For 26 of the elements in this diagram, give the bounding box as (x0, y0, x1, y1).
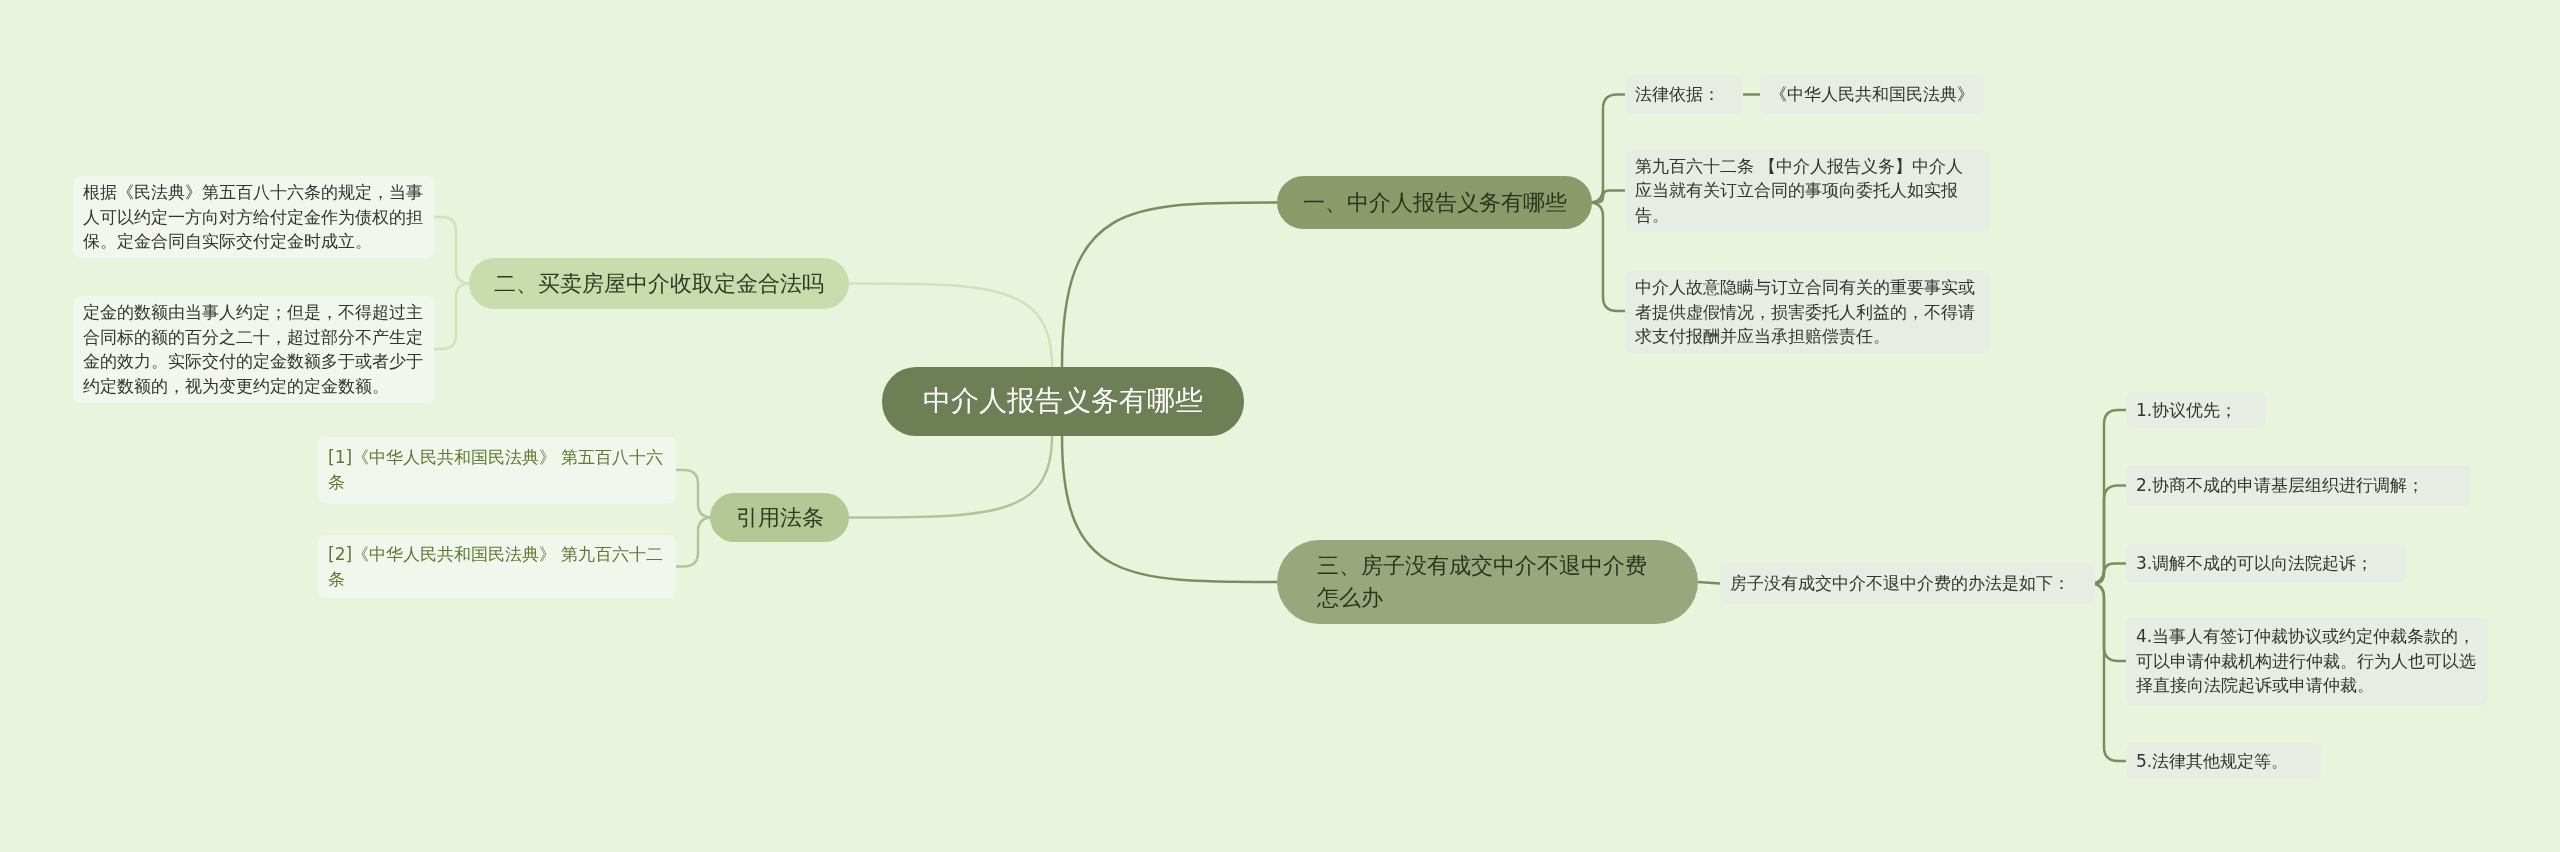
leaf-note: 4.当事人有签订仲裁协议或约定仲裁条款的，可以申请仲裁机构进行仲裁。行为人也可以选择直接向法院起诉或申请仲裁。 (2126, 617, 2488, 705)
leaf-note: 定金的数额由当事人约定；但是，不得超过主合同标的额的百分之二十，超过部分不产生定金的效力。实际交付的定金数额多于或者少于约定数额的，视为变更约定的定金数额。 (73, 296, 434, 403)
leaf-note: 第九百六十二条 【中介人报告义务】中介人应当就有关订立合同的事项向委托人如实报告。 (1625, 149, 1990, 232)
branch-topic: 引用法条 (710, 493, 849, 542)
connector-line (1060, 201, 1277, 368)
connector-line (849, 435, 1054, 519)
connector-line (1697, 580, 1721, 585)
leaf-note: 中介人故意隐瞒与订立合同有关的重要事实或者提供虚假情况，损害委托人利益的，不得请求支付报酬并应当承担赔偿责任。 (1625, 271, 1990, 353)
leaf-note: 根据《民法典》第五百八十六条的规定，当事人可以约定一方向对方给付定金作为债权的担保。定金合同自实际交付定金时成立。 (73, 176, 434, 258)
leaf-note: 2.协商不成的申请基层组织进行调解； (2126, 465, 2471, 506)
central-topic: 中介人报告义务有哪些 (882, 367, 1244, 436)
leaf-note: 法律依据： (1625, 75, 1743, 114)
reference-note: [1]《中华人民共和国民法典》 第五百八十六条 (318, 437, 676, 503)
branch-topic: 二、买卖房屋中介收取定金合法吗 (469, 258, 849, 309)
connector-line (1592, 189, 1625, 204)
connector-line (1060, 435, 1277, 584)
leaf-note: 1.协议优先； (2126, 392, 2266, 428)
leaf-note: 5.法律其他规定等。 (2126, 743, 2321, 779)
branch-topic: 三、房子没有成交中介不退中介费怎么办 (1277, 540, 1698, 624)
leaf-note: 房子没有成交中介不退中介费的办法是如下： (1720, 563, 2095, 604)
connector-line (1743, 93, 1760, 96)
connector-line (849, 282, 1054, 368)
leaf-note: 《中华人民共和国民法典》 (1760, 75, 1984, 114)
branch-topic: 一、中介人报告义务有哪些 (1277, 176, 1592, 229)
reference-note: [2]《中华人民共和国民法典》 第九百六十二条 (318, 535, 676, 598)
leaf-note: 3.调解不成的可以向法院起诉； (2126, 544, 2406, 583)
